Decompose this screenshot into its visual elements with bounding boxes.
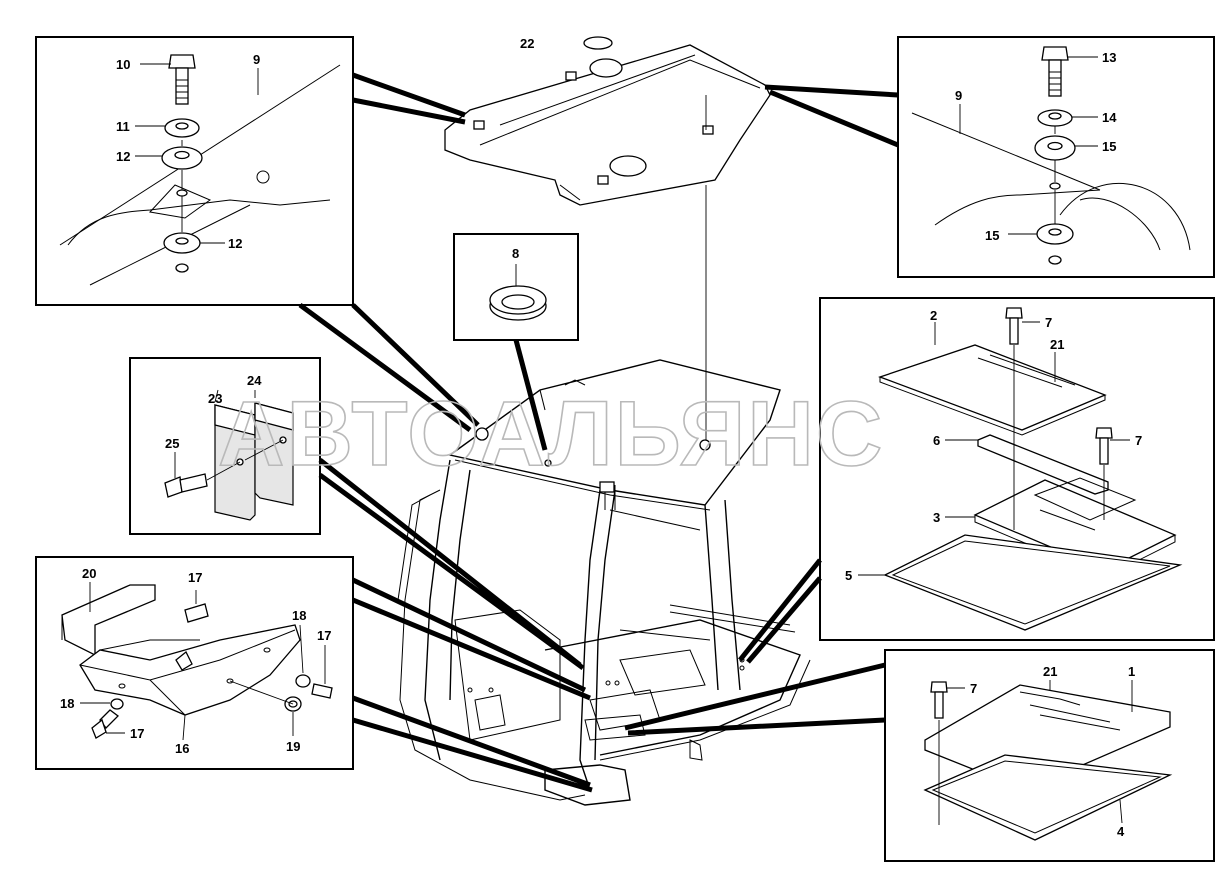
callout-17-top: 17 bbox=[188, 570, 202, 585]
callout-9-left: 9 bbox=[253, 52, 260, 67]
cab-frame-drawing bbox=[397, 359, 811, 806]
roof-cover-drawing bbox=[444, 36, 771, 440]
callout-14: 14 bbox=[1102, 110, 1117, 125]
callout-24: 24 bbox=[247, 373, 262, 388]
callout-7-hatch-mid: 7 bbox=[1135, 433, 1142, 448]
detail-panel-roof-mount-right bbox=[897, 36, 1215, 278]
callout-12-lower: 12 bbox=[228, 236, 242, 251]
callout-21-plate: 21 bbox=[1043, 664, 1057, 679]
detail-panel-floor-hatch bbox=[819, 297, 1215, 641]
callout-labels: 10 9 11 12 12 22 13 9 14 15 15 8 2 7 21 … bbox=[60, 36, 1142, 839]
callout-18-right: 18 bbox=[292, 608, 306, 623]
callout-20: 20 bbox=[82, 566, 96, 581]
detail-panel-floor-plate bbox=[884, 649, 1215, 862]
callout-17-bottom: 17 bbox=[130, 726, 144, 741]
callout-22: 22 bbox=[520, 36, 534, 51]
callout-15-lower: 15 bbox=[985, 228, 999, 243]
callout-11: 11 bbox=[116, 119, 130, 134]
callout-15-upper: 15 bbox=[1102, 139, 1116, 154]
callout-3: 3 bbox=[933, 510, 940, 525]
callout-2: 2 bbox=[930, 308, 937, 323]
callout-9-right: 9 bbox=[955, 88, 962, 103]
detail-panel-step-bracket bbox=[35, 556, 354, 770]
callout-23: 23 bbox=[208, 391, 222, 406]
callout-25: 25 bbox=[165, 436, 179, 451]
detail-panel-pads bbox=[129, 357, 321, 535]
callout-18-left: 18 bbox=[60, 696, 74, 711]
callout-10: 10 bbox=[116, 57, 130, 72]
callout-8: 8 bbox=[512, 246, 519, 261]
callout-19: 19 bbox=[286, 739, 300, 754]
callout-13: 13 bbox=[1102, 50, 1116, 65]
callout-12-upper: 12 bbox=[116, 149, 130, 164]
callout-7-plate: 7 bbox=[970, 681, 977, 696]
callout-7-hatch-top: 7 bbox=[1045, 315, 1052, 330]
callout-4: 4 bbox=[1117, 824, 1125, 839]
callout-1: 1 bbox=[1128, 664, 1135, 679]
callout-17-right: 17 bbox=[317, 628, 331, 643]
connector-lines bbox=[298, 72, 899, 793]
callout-5: 5 bbox=[845, 568, 852, 583]
callout-16: 16 bbox=[175, 741, 189, 756]
watermark-text: АВТОАЛЬЯНС bbox=[218, 383, 884, 485]
callout-6: 6 bbox=[933, 433, 940, 448]
callout-21-hatch: 21 bbox=[1050, 337, 1064, 352]
detail-panel-roof-mount-left bbox=[35, 36, 354, 306]
